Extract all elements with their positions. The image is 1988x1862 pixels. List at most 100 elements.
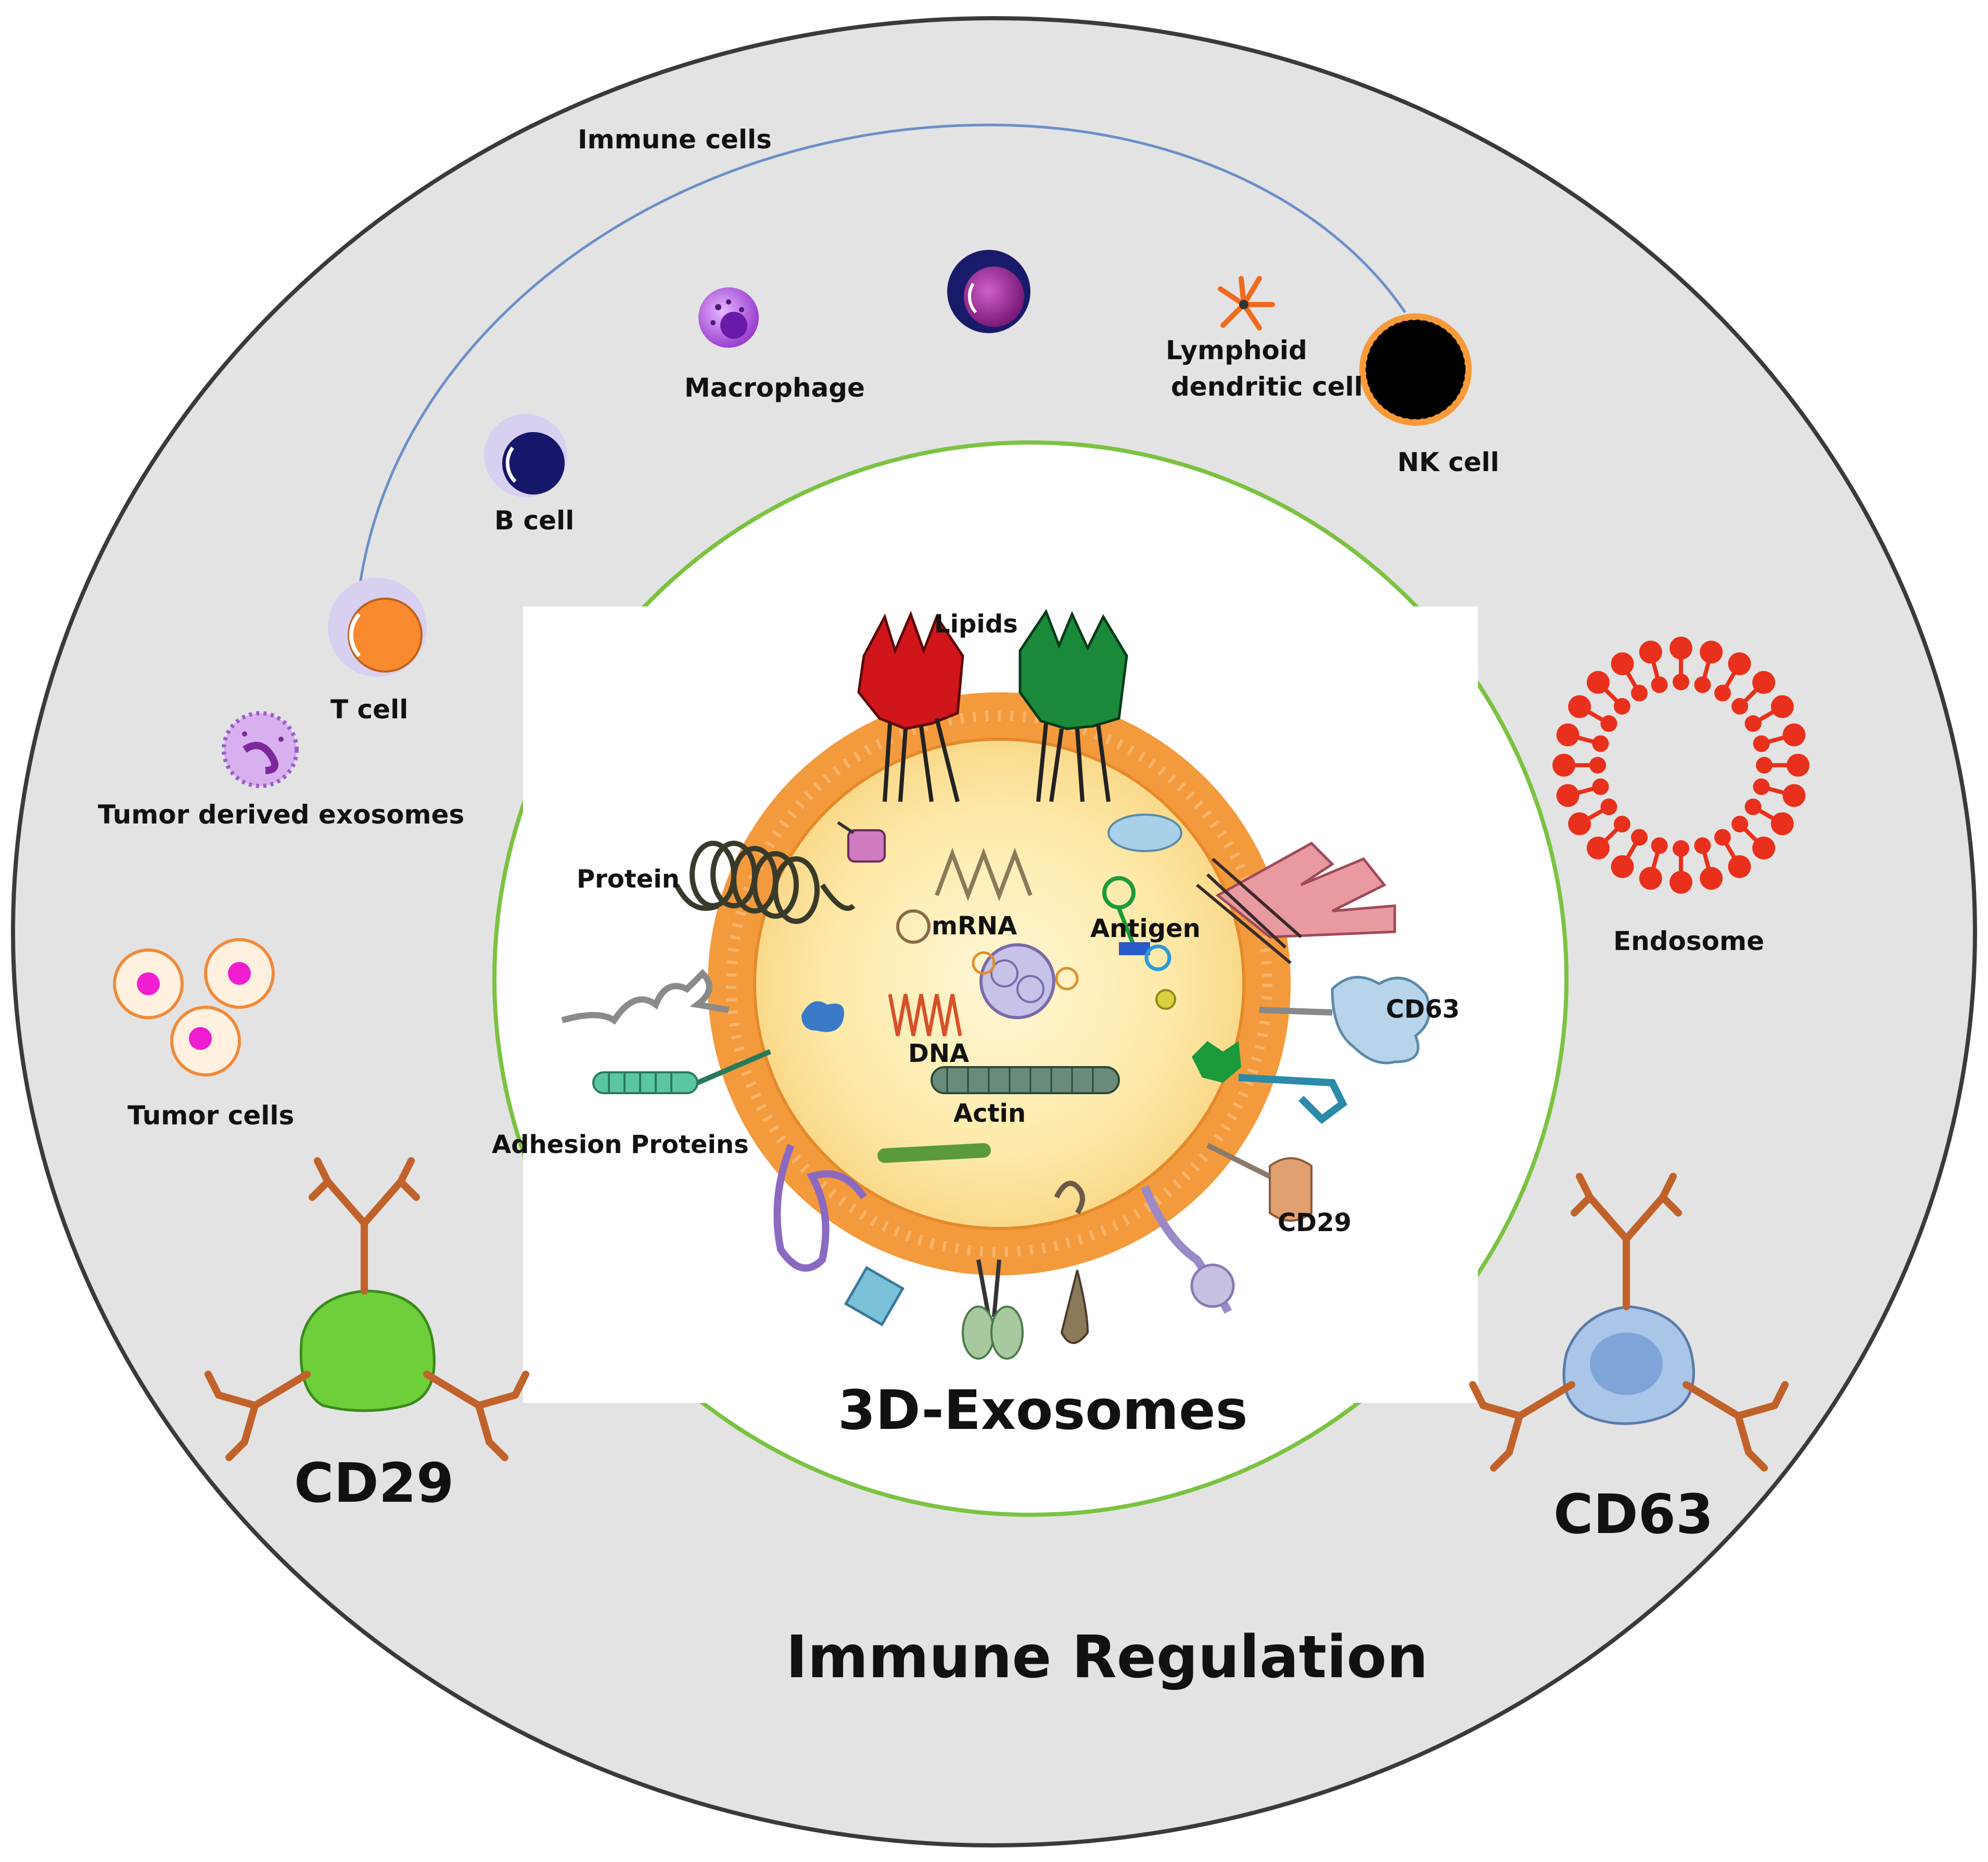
endosome-inner-head [1631, 829, 1648, 846]
label-cd63: CD63 [1553, 1483, 1713, 1546]
endosome-lipid-head [1670, 637, 1692, 660]
cd29-protein [1206, 1143, 1312, 1222]
endosome-lipid-head [1770, 695, 1794, 718]
endosome-lipid-head [1568, 812, 1591, 835]
endosome-inner-head [1694, 837, 1711, 854]
endosome-lipid-head [1586, 670, 1610, 694]
endosome-lipid-head [1611, 855, 1634, 878]
endosome-inner-head [1731, 816, 1749, 833]
label-exosome-title: 3D-Exosomes [838, 1378, 1248, 1442]
endosome-lipid-head [1670, 871, 1692, 894]
endosome-inner-head [1589, 757, 1606, 774]
tumor-cells-icon [113, 938, 275, 1076]
green-star-protein [1192, 1041, 1241, 1083]
endosome-inner-head [1592, 778, 1609, 795]
endosome-lipid-head [1752, 670, 1776, 694]
dendritic-cell-icon [1218, 276, 1275, 331]
endosome-lipid-head [1556, 723, 1579, 746]
endosome-lipid-head [1728, 855, 1751, 878]
purple-chain-protein [773, 1144, 867, 1272]
label-nk-cell: NK cell [1397, 447, 1499, 477]
endosome-inner-head [1744, 715, 1762, 732]
endosome-lipid-head [1586, 837, 1610, 860]
label-b-cell: B cell [494, 505, 574, 536]
label-dendritic-cell: dendritic cell [1171, 372, 1363, 402]
protein-coil [674, 841, 856, 924]
label-mrna: mRNA [932, 911, 1017, 941]
endosome-lipid-head [1611, 652, 1634, 676]
label-protein: Protein [577, 865, 680, 894]
endosome-icon [1552, 637, 1809, 894]
endosome-inner-head [1600, 799, 1617, 815]
mrna-strand [935, 847, 1033, 902]
exosome-icon [561, 609, 1431, 1360]
endosome-inner-head [1744, 799, 1762, 815]
cd63-cell-icon [1469, 1173, 1789, 1472]
endosome-inner-head [1694, 676, 1711, 693]
endosome-inner-head [1714, 829, 1731, 846]
antigen-icon [1102, 876, 1171, 971]
b-cell-icon [484, 414, 567, 497]
endosome-lipid-head [1782, 723, 1806, 746]
endosome-lipid-head [1770, 812, 1794, 835]
endosome-inner-head [1673, 674, 1689, 690]
endosome-inner-head [1651, 676, 1668, 693]
endosome-inner-head [1756, 757, 1773, 774]
endosome-inner-head [1753, 778, 1770, 795]
label-tumor-derived-exosomes: Tumor derived exosomes [98, 800, 464, 830]
t-cell-icon [328, 578, 427, 677]
label-t-cell: T cell [330, 694, 408, 725]
label-lymphoid: Lymphoid [1166, 335, 1307, 365]
endosome-lipid-head [1787, 754, 1809, 777]
label-lipids: Lipids [934, 610, 1018, 639]
cd63-protein [1259, 976, 1431, 1065]
macrophage-icon [698, 287, 759, 348]
endosome-lipid-head [1728, 652, 1751, 676]
endosome-lipid-head [1782, 784, 1806, 807]
monocyte-icon [947, 250, 1030, 333]
label-immune-regulation: Immune Regulation [786, 1624, 1428, 1691]
endosome-lipid-head [1639, 640, 1662, 664]
endosome-lipid-head [1639, 867, 1662, 890]
pink-protein [847, 829, 886, 863]
endosome-lipid-head [1568, 695, 1591, 718]
endosome-inner-head [1613, 698, 1630, 715]
endosome-inner-head [1631, 685, 1648, 702]
lipid-red [857, 611, 964, 802]
label-cd29-inner: CD29 [1278, 1208, 1352, 1237]
endosome-inner-head [1613, 816, 1630, 833]
endosome-lipid-head [1700, 640, 1723, 664]
endosome-inner-head [1592, 735, 1609, 752]
label-tumor-cells: Tumor cells [128, 1100, 294, 1131]
endosome-inner-head [1714, 685, 1731, 702]
cd29-cell-icon [205, 1157, 529, 1461]
endosome-lipid-head [1700, 867, 1723, 890]
endosome-inner-head [1651, 837, 1668, 854]
label-adhesion-proteins: Adhesion Proteins [492, 1130, 749, 1159]
nk-cell-icon [1359, 313, 1472, 426]
immune-cells-arc [358, 123, 1407, 591]
adhesion-protein [592, 1049, 771, 1094]
label-cd63-inner: CD63 [1386, 995, 1460, 1024]
endosome-lipid-head [1556, 784, 1579, 807]
label-immune-cells: Immune cells [578, 124, 772, 155]
lightblue-protein [1107, 814, 1182, 852]
label-cd29: CD29 [294, 1451, 454, 1515]
endosome-lipid-head [1752, 837, 1776, 860]
green-rod-protein [877, 1143, 991, 1163]
endosome-inner-head [1600, 715, 1617, 732]
endosome-inner-head [1731, 698, 1749, 715]
blue-protein [801, 1001, 844, 1032]
endosome-inner-head [1753, 735, 1770, 752]
label-antigen: Antigen [1090, 914, 1201, 943]
label-actin: Actin [953, 1099, 1026, 1128]
label-macrophage: Macrophage [684, 373, 865, 403]
label-dna: DNA [908, 1039, 969, 1068]
grey-protein [561, 969, 729, 1025]
chromatin-blob [972, 943, 1079, 1019]
pink-spiky-protein [1196, 841, 1396, 965]
actin-filament [931, 1066, 1120, 1094]
endosome-lipid-head [1552, 754, 1575, 777]
